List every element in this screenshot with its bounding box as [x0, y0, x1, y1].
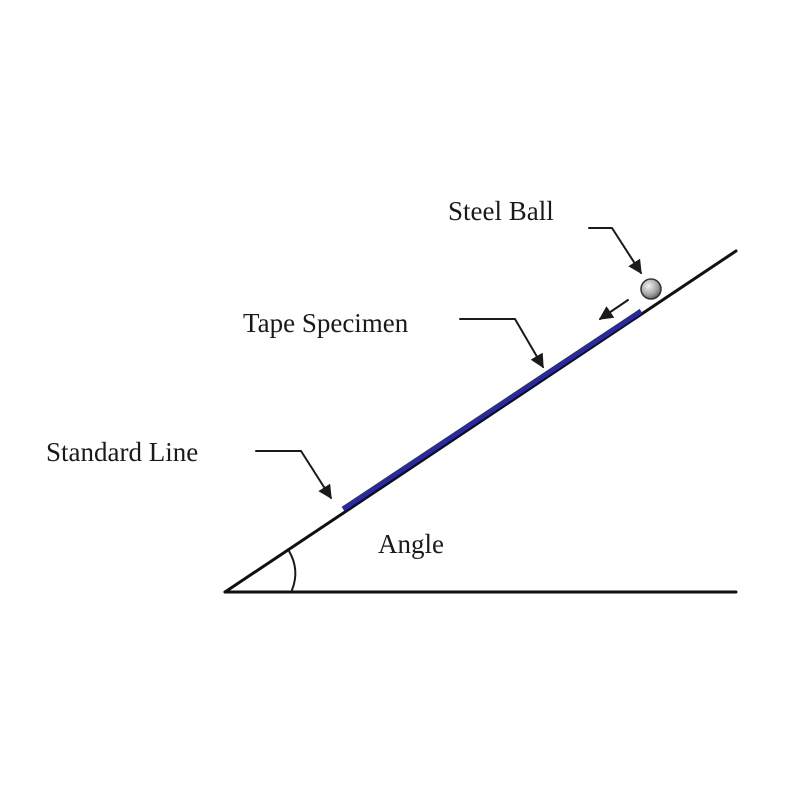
standard-line-label: Standard Line [46, 437, 198, 467]
steel-ball-label: Steel Ball [448, 196, 554, 226]
standard-line-leader [255, 450, 332, 500]
steel-ball-leader [588, 227, 642, 275]
tape-specimen-label: Tape Specimen [243, 308, 409, 338]
steel-ball [640, 278, 662, 300]
tape-specimen-strip [341, 308, 643, 512]
incline-line [223, 249, 738, 594]
tape-specimen-leader [459, 318, 544, 369]
angle-arc [288, 550, 297, 591]
angle-label: Angle [378, 529, 444, 559]
rolling-direction-arrow [598, 299, 629, 320]
